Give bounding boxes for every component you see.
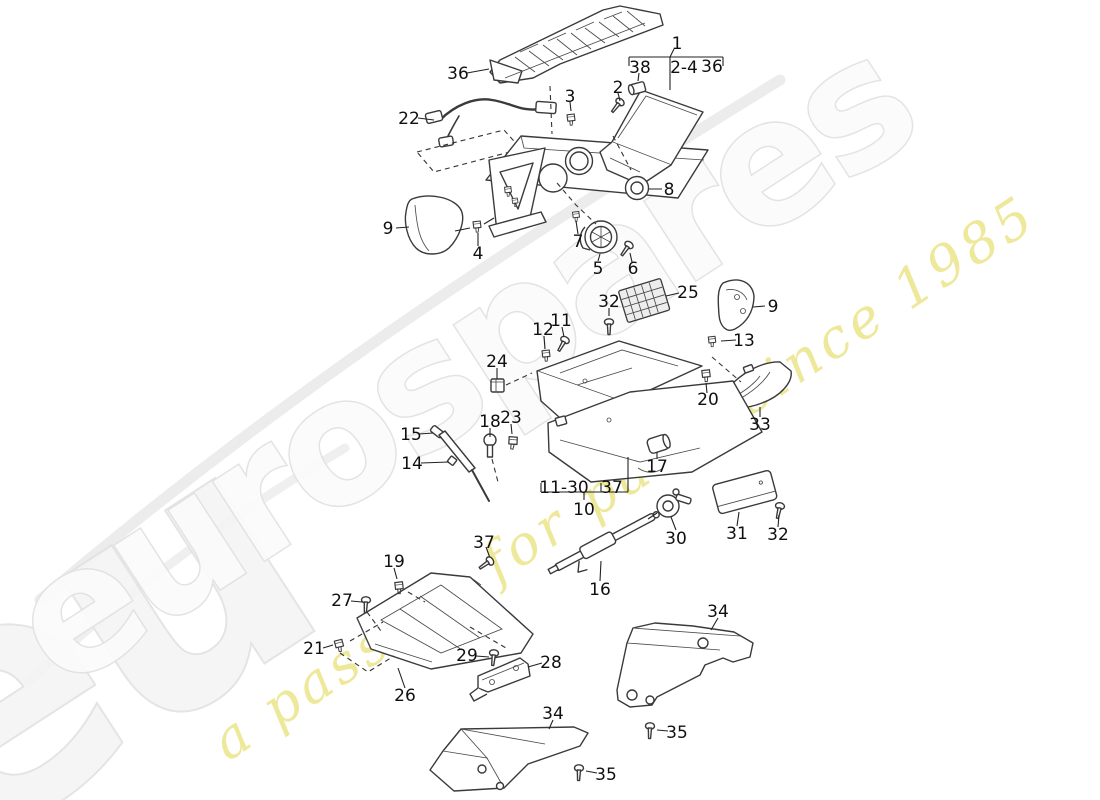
part-label-27: 27 — [331, 591, 353, 611]
part-9-cover-left — [404, 195, 464, 255]
part-label-3: 3 — [565, 87, 576, 107]
part-9-cover-right — [717, 279, 755, 331]
part-label-36: 36 — [701, 57, 723, 77]
part-24-block — [490, 378, 505, 393]
part-label-9: 9 — [383, 219, 394, 239]
part-label-10: 10 — [573, 500, 595, 520]
part-label-17: 17 — [646, 457, 668, 477]
part-label-20: 20 — [697, 390, 719, 410]
part-25-grille — [618, 278, 671, 323]
part-36-storage-tray — [489, 5, 664, 84]
part-label-16: 16 — [589, 580, 611, 600]
part-label-7: 7 — [573, 232, 584, 252]
part-label-32: 32 — [767, 525, 789, 545]
part-label-11-30: 11-30 — [539, 478, 588, 498]
part-label-19: 19 — [383, 552, 405, 572]
part-16-pushrod — [547, 511, 660, 575]
part-label-32: 32 — [598, 292, 620, 312]
part-3-clip — [566, 113, 576, 126]
part-label-37: 37 — [473, 533, 495, 553]
part-label-18: 18 — [479, 412, 501, 432]
part-label-26: 26 — [394, 686, 416, 706]
part-14-strut — [429, 425, 490, 502]
part-label-8: 8 — [664, 180, 675, 200]
part-label-34: 34 — [707, 602, 729, 622]
part-26-lid — [356, 572, 534, 670]
part-label-38: 38 — [629, 58, 651, 78]
part-label-2: 2 — [613, 78, 624, 98]
callout-brackets — [540, 48, 724, 500]
part-35-screw-bottom — [573, 763, 585, 782]
part-label-29: 29 — [456, 646, 478, 666]
part-label-15: 15 — [400, 425, 422, 445]
part-label-30: 30 — [665, 529, 687, 549]
part-13-clip — [707, 335, 717, 348]
part-label-2-4: 2-4 — [670, 58, 698, 78]
part-label-33: 33 — [749, 415, 771, 435]
part-label-34: 34 — [542, 704, 564, 724]
part-label-22: 22 — [398, 109, 420, 129]
part-label-37: 37 — [601, 478, 623, 498]
part-label-6: 6 — [628, 259, 639, 279]
part-label-28: 28 — [540, 653, 562, 673]
construction-lines — [339, 85, 742, 673]
part-5-vent — [579, 220, 618, 254]
part-label-12: 12 — [532, 320, 554, 340]
part-label-11: 11 — [550, 311, 572, 331]
part-label-25: 25 — [677, 283, 699, 303]
part-label-21: 21 — [303, 639, 325, 659]
part-label-4: 4 — [473, 244, 484, 264]
part-label-35: 35 — [666, 723, 688, 743]
part-35-screw-right — [644, 721, 656, 740]
leader-lines — [322, 68, 780, 774]
bracket-group-1 — [628, 56, 724, 66]
part-label-24: 24 — [486, 352, 508, 372]
part-label-13: 13 — [733, 331, 755, 351]
part-20-clip — [701, 369, 711, 383]
part-8-grommet — [624, 175, 650, 201]
part-28-latch-bracket — [469, 657, 531, 702]
part-38-bumper — [627, 81, 647, 96]
part-label-9: 9 — [768, 297, 779, 317]
part-2-screw — [608, 96, 627, 116]
watermark-layer: eu eurospares a passion for parts since … — [0, 0, 1048, 800]
part-17-damper-cylinder — [646, 433, 671, 454]
part-1-lid-panel-group — [566, 81, 704, 186]
part-31-pad — [712, 469, 778, 515]
part-housing — [536, 340, 763, 483]
part-34-cover-bottom — [429, 726, 589, 792]
watermark-swoosh-lower — [23, 443, 350, 687]
part-label-5: 5 — [593, 259, 604, 279]
part-30-latch — [656, 488, 692, 518]
part-label-23: 23 — [500, 408, 522, 428]
part-label-31: 31 — [726, 524, 748, 544]
part-34-cover-right — [616, 622, 754, 708]
part-label-1: 1 — [672, 34, 683, 54]
part-label-14: 14 — [401, 454, 423, 474]
part-label-35: 35 — [595, 765, 617, 785]
part-label-36: 36 — [447, 64, 469, 84]
